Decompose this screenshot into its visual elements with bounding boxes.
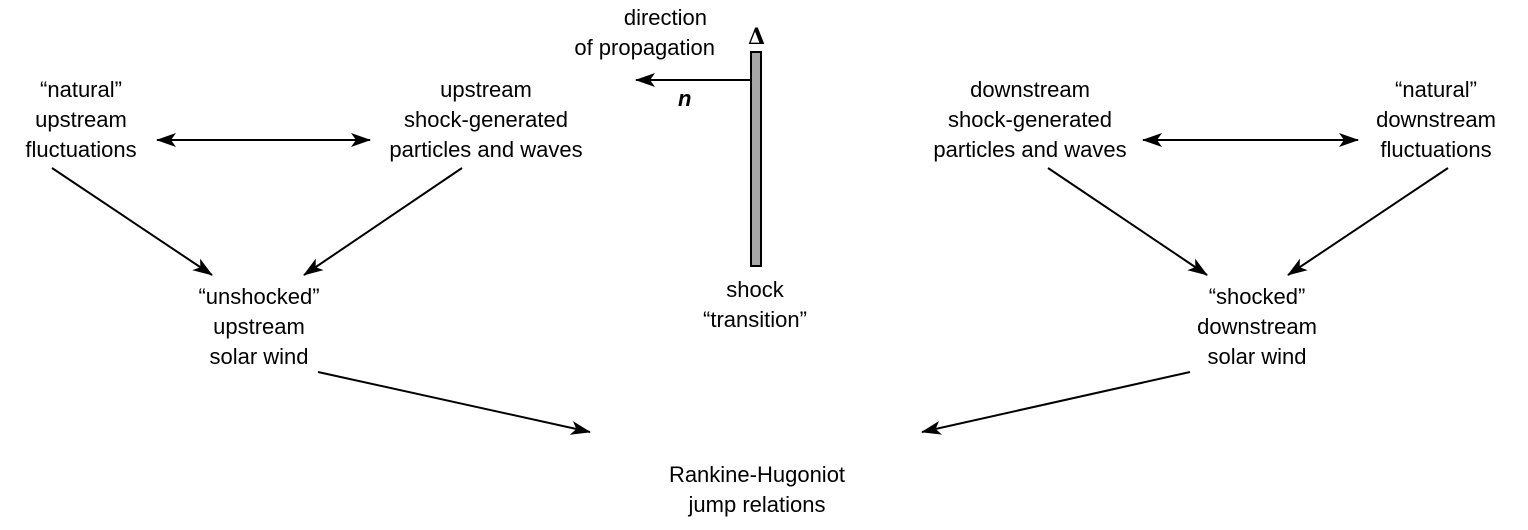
shock-transition-label: shock “transition” <box>703 277 807 332</box>
direction-of-propagation-label: direction of propagation <box>574 5 715 60</box>
upstream-natural-to-wind-arrow <box>51 167 213 276</box>
upstream-shock-generated: upstream shock-generated particles and w… <box>389 77 583 162</box>
shock-transition-bar <box>750 51 762 267</box>
shocked-downstream-solar-wind: “shocked” downstream solar wind <box>1197 284 1317 369</box>
downstream-natural-fluctuations: “natural” downstream fluctuations <box>1376 77 1496 162</box>
unshocked-upstream-solar-wind: “unshocked” upstream solar wind <box>198 284 320 369</box>
upstream-wind-to-jump-arrow <box>317 371 591 435</box>
delta-label: Δ <box>748 24 766 50</box>
upstream-generated-to-wind-arrow <box>303 167 463 276</box>
downstream-natural-to-wind-arrow <box>1287 167 1449 276</box>
rankine-hugoniot-jump-relations: Rankine-Hugoniot jump relations <box>668 462 846 517</box>
downstream-generated-to-wind-arrow <box>1047 167 1208 276</box>
downstream-wind-to-jump-arrow <box>921 371 1191 435</box>
downstream-shock-generated: downstream shock-generated particles and… <box>933 77 1127 162</box>
upstream-natural-fluctuations: “natural” upstream fluctuations <box>25 77 137 162</box>
normal-vector-label: n <box>678 86 692 111</box>
